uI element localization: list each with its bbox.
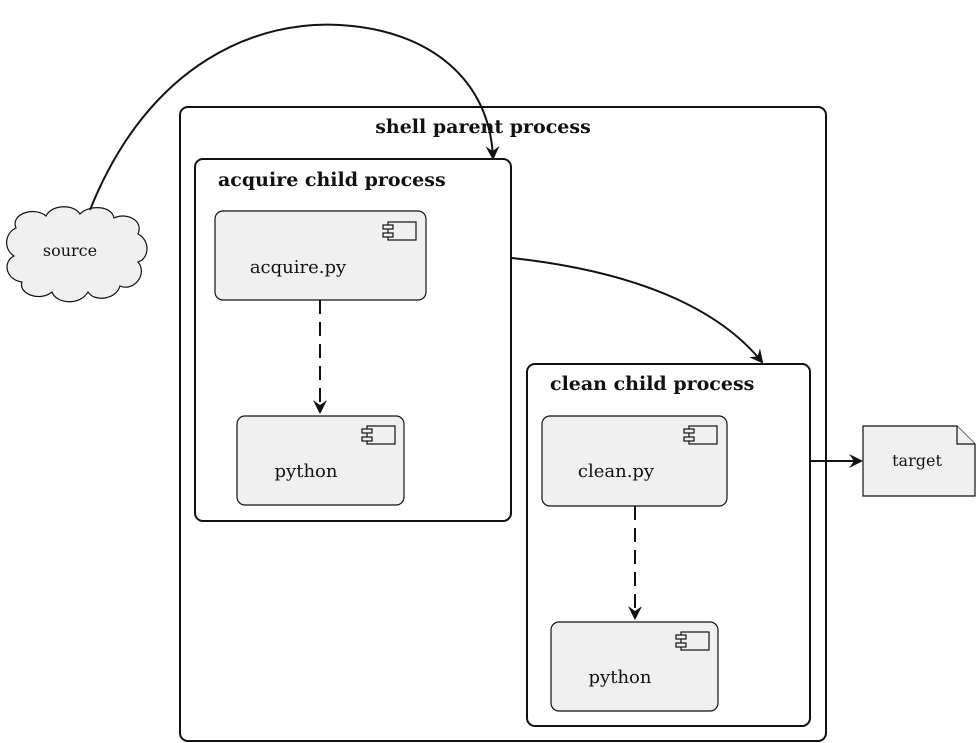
shell-parent-process: shell parent process xyxy=(179,106,827,742)
clean-runtime-label: python xyxy=(589,667,652,688)
acquire-to-clean-arrow xyxy=(511,257,764,364)
clean-child-process: clean child process clean.py python xyxy=(526,363,811,727)
clean-py-component[interactable]: clean.py xyxy=(541,415,728,507)
component-icon xyxy=(683,425,718,445)
source-to-acquire-arrow xyxy=(89,23,500,211)
clean-title: clean child process xyxy=(550,373,754,395)
acquire-py-component[interactable]: acquire.py xyxy=(214,210,427,301)
target-document[interactable]: target xyxy=(862,425,976,497)
source-label: source xyxy=(43,241,97,260)
target-label: target xyxy=(892,451,942,470)
acquire-script-label: acquire.py xyxy=(250,257,347,278)
acquire-child-process: acquire child process acquire.py python xyxy=(194,158,512,522)
component-icon xyxy=(382,221,417,241)
source-cloud[interactable]: source xyxy=(6,206,148,303)
parent-title: shell parent process xyxy=(375,116,591,138)
clean-script-label: clean.py xyxy=(578,461,655,482)
acquire-title: acquire child process xyxy=(218,169,446,191)
component-icon xyxy=(361,425,396,445)
component-icon xyxy=(675,631,710,651)
acquire-runtime-label: python xyxy=(275,461,338,482)
clean-python-component[interactable]: python xyxy=(550,621,719,712)
acquire-python-component[interactable]: python xyxy=(236,415,405,506)
